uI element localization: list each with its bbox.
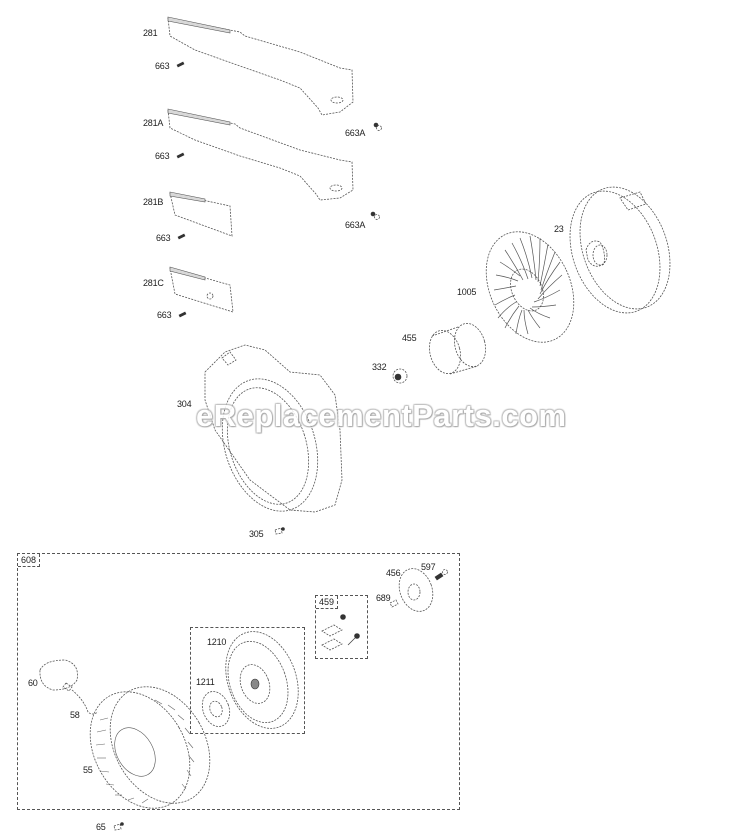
label-55[interactable]: 55 (83, 765, 93, 775)
part-455-screen-shape[interactable] (425, 320, 490, 377)
part-663-b-shape[interactable] (176, 152, 185, 159)
part-55-housing-shape[interactable] (70, 669, 230, 826)
label-663-b[interactable]: 663 (155, 151, 170, 161)
part-23-flywheel-shape[interactable] (554, 174, 686, 325)
group-608-box: 608 (17, 553, 460, 810)
label-281B[interactable]: 281B (143, 197, 164, 207)
label-456[interactable]: 456 (386, 568, 401, 578)
part-663A-b-shape[interactable] (370, 211, 380, 220)
part-459-pawls-shape[interactable] (321, 614, 360, 651)
label-1210[interactable]: 1210 (207, 637, 227, 647)
label-281[interactable]: 281 (143, 28, 158, 38)
part-1211-spring-shape[interactable] (198, 688, 235, 731)
group-459-label[interactable]: 459 (316, 596, 339, 609)
label-305[interactable]: 305 (249, 529, 264, 539)
group-608-label[interactable]: 608 (18, 554, 41, 567)
group-1210-box (190, 627, 305, 734)
label-1005[interactable]: 1005 (457, 287, 477, 297)
label-663-a[interactable]: 663 (155, 61, 170, 71)
part-281C-shape[interactable] (169, 266, 234, 313)
part-1210-pulley-shape[interactable] (213, 621, 311, 738)
part-305-screw-shape[interactable] (274, 527, 285, 535)
label-60[interactable]: 60 (28, 678, 38, 688)
part-663-a-shape[interactable] (176, 61, 185, 68)
label-332[interactable]: 332 (372, 362, 387, 372)
label-663A-b[interactable]: 663A (345, 220, 366, 230)
part-663-c-shape[interactable] (177, 233, 186, 240)
part-281A-shape[interactable] (167, 108, 354, 201)
part-332-nut-shape[interactable] (392, 368, 408, 384)
part-58-rope-shape[interactable] (71, 689, 99, 715)
label-1211[interactable]: 1211 (196, 677, 215, 687)
label-597[interactable]: 597 (421, 562, 436, 572)
label-58[interactable]: 58 (70, 710, 80, 720)
label-281C[interactable]: 281C (143, 278, 164, 288)
label-663-c[interactable]: 663 (156, 233, 171, 243)
part-65-screw-shape[interactable] (113, 822, 124, 831)
label-455[interactable]: 455 (402, 333, 417, 343)
group-459-box: 459 (315, 595, 368, 659)
part-281-shape[interactable] (167, 16, 354, 116)
label-23[interactable]: 23 (554, 224, 564, 234)
part-597-screw-shape[interactable] (434, 569, 448, 581)
label-65[interactable]: 65 (96, 822, 106, 832)
part-456-clutch-shape[interactable] (393, 564, 438, 616)
part-304-housing-shape[interactable] (204, 344, 343, 524)
label-663A-a[interactable]: 663A (345, 128, 366, 138)
part-1005-fan-shape[interactable] (469, 218, 591, 357)
label-304[interactable]: 304 (177, 399, 192, 409)
label-281A[interactable]: 281A (143, 118, 164, 128)
part-663A-a-shape[interactable] (373, 122, 382, 131)
label-663-d[interactable]: 663 (157, 310, 172, 320)
part-60-handle-shape[interactable] (39, 659, 78, 692)
part-281B-shape[interactable] (169, 191, 233, 237)
part-689-spring-shape[interactable] (389, 599, 399, 608)
part-663-d-shape[interactable] (178, 311, 187, 318)
label-689[interactable]: 689 (376, 593, 391, 603)
